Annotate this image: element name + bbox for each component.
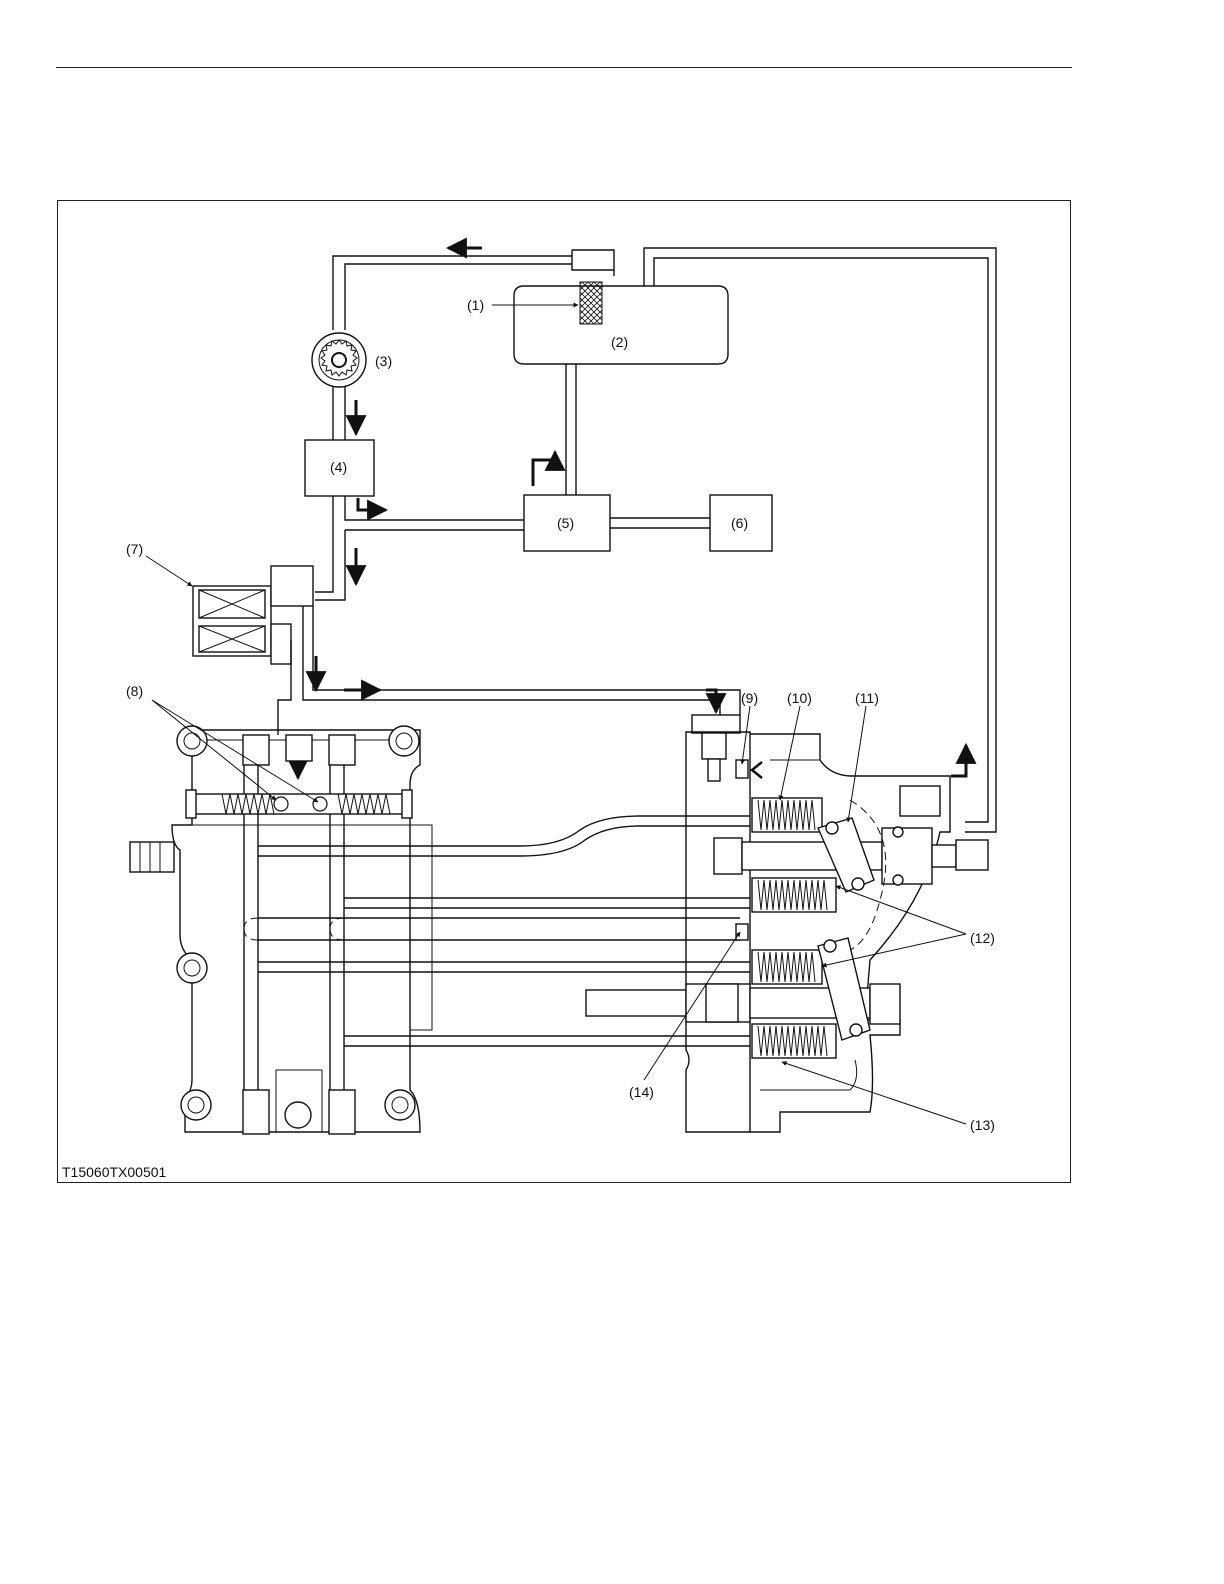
pressure-line-to-valve-5 — [315, 496, 524, 600]
callout-11: (11) — [855, 690, 879, 706]
callout-14: (14) — [629, 1084, 654, 1100]
callout-9: (9) — [741, 690, 758, 706]
callout-6: (6) — [731, 515, 748, 531]
callout-8: (8) — [126, 683, 143, 699]
callout-10: (10) — [787, 690, 812, 706]
pump-shafts — [586, 827, 988, 1024]
check-valves — [186, 790, 412, 818]
callout-13: (13) — [970, 1117, 995, 1133]
callout-12: (12) — [970, 930, 995, 946]
callout-3: (3) — [375, 353, 392, 369]
reservoir-drain-pipe — [566, 364, 576, 495]
callout-1: (1) — [467, 297, 484, 313]
figure-code: T15060TX00501 — [62, 1164, 167, 1180]
valve-output-lines — [278, 606, 740, 735]
right-housing — [686, 732, 950, 1132]
connector-5-6 — [610, 518, 710, 528]
hydraulic-pump-icon — [312, 333, 366, 440]
reservoir-tank — [514, 286, 728, 364]
suction-filter — [580, 282, 602, 324]
callout-7: (7) — [126, 541, 143, 557]
solenoid-valve — [193, 566, 313, 664]
left-housing — [130, 726, 432, 1134]
pistons — [736, 798, 836, 1058]
callout-5: (5) — [557, 515, 574, 531]
callout-2: (2) — [611, 334, 628, 350]
callout-4: (4) — [330, 459, 347, 475]
